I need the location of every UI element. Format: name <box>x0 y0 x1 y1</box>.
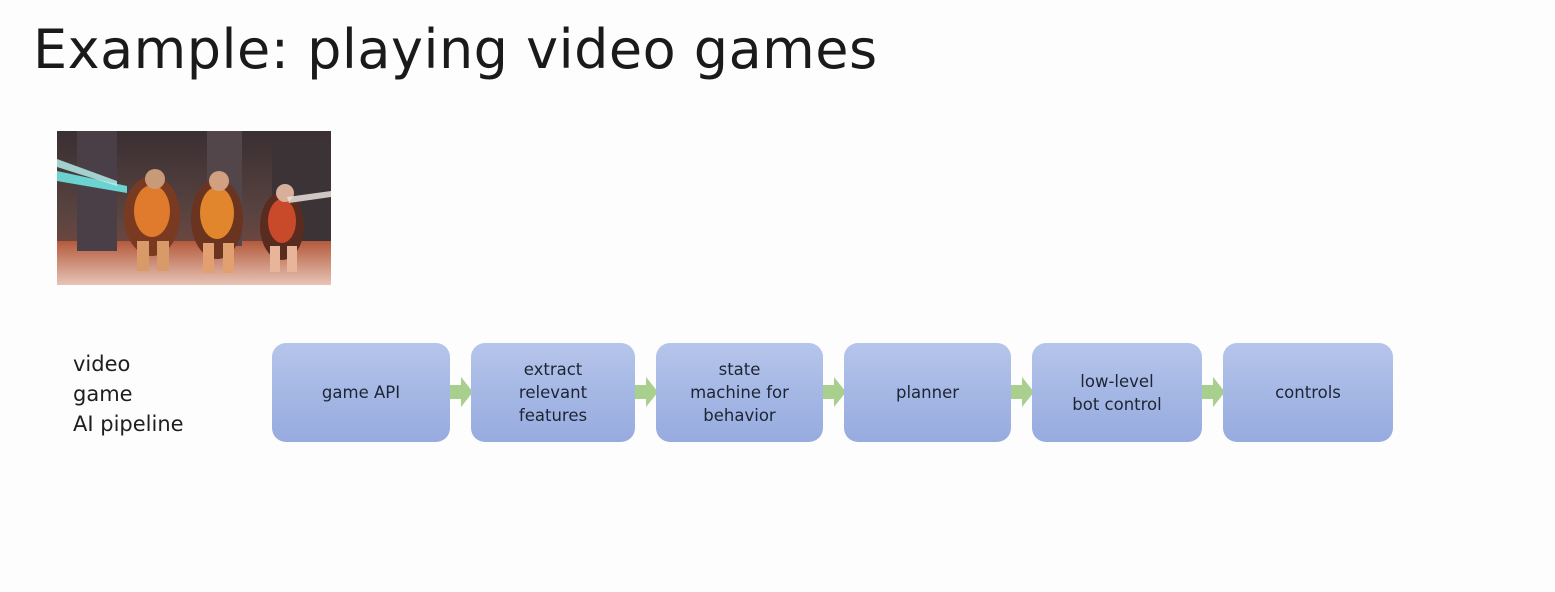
stage-game-api: game API <box>272 343 450 442</box>
arrow-right-icon <box>1200 377 1225 407</box>
pipeline-label-line: video <box>73 352 131 376</box>
game-screenshot-icon <box>57 131 331 285</box>
stage-bot-control: low-level bot control <box>1032 343 1202 442</box>
arrow-right-icon <box>1009 377 1034 407</box>
pipeline-label-line: game <box>73 382 133 406</box>
pipeline-label: video game AI pipeline <box>73 349 184 439</box>
stage-planner: planner <box>844 343 1011 442</box>
stage-state-machine: state machine for behavior <box>656 343 823 442</box>
arrow-right-icon <box>821 377 846 407</box>
arrow-right-icon <box>448 377 473 407</box>
stage-extract-features: extract relevant features <box>471 343 635 442</box>
arrow-right-icon <box>633 377 658 407</box>
pipeline-label-line: AI pipeline <box>73 412 184 436</box>
slide-title: Example: playing video games <box>33 18 878 81</box>
stage-controls: controls <box>1223 343 1393 442</box>
